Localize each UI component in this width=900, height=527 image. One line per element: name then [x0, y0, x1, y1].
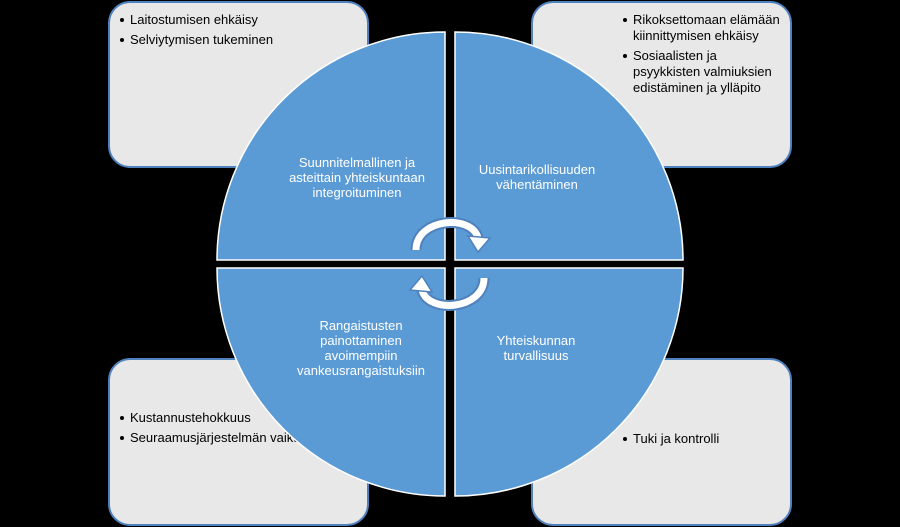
circular-arrow-icon — [410, 217, 492, 254]
quadrant-label-bottom-left: Rangaistusten painottaminen avoimempiin … — [297, 318, 425, 378]
quadrant-bottom-left — [216, 267, 446, 497]
quadrant-top-left — [216, 31, 446, 261]
list-item: Kustannustehokkuus — [118, 410, 359, 426]
list-item: Tuki ja kontrolli — [621, 431, 782, 447]
quadrant-label-top-right: Uusintarikollisuuden vähentäminen — [478, 162, 596, 192]
circular-arrow-icon — [408, 274, 490, 311]
list-item: Sosiaalisten ja psyykkisten valmiuksien … — [621, 48, 782, 96]
list-item: Rikoksettomaan elämään kiinnittymisen eh… — [621, 12, 782, 44]
quadrant-label-bottom-right: Yhteiskunnan turvallisuus — [496, 333, 576, 363]
quadrant-top-right — [454, 31, 684, 261]
list-item: Selviytymisen tukeminen — [118, 32, 359, 48]
quadrant-label-top-left: Suunnitelmallinen ja asteittain yhteisku… — [289, 155, 425, 200]
list-item: Laitostumisen ehkäisy — [118, 12, 359, 28]
quadrant-bottom-right — [454, 267, 684, 497]
